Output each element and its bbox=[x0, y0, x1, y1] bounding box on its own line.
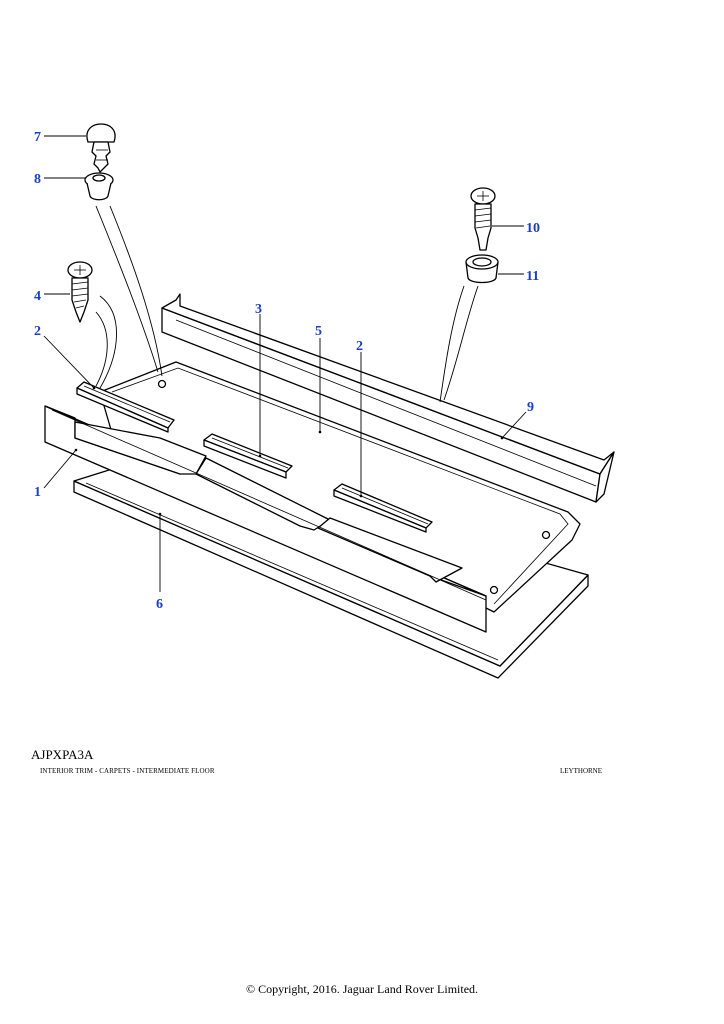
figure-title: INTERIOR TRIM - CARPETS - INTERMEDIATE F… bbox=[40, 767, 215, 775]
callout-2-left: 2 bbox=[34, 324, 41, 339]
part-3-clip-strip-center bbox=[203, 433, 293, 479]
figure-location: LEYTHORNE bbox=[560, 767, 602, 775]
copyright-notice: © Copyright, 2016. Jaguar Land Rover Lim… bbox=[245, 982, 479, 996]
callout-10: 10 bbox=[526, 221, 540, 236]
callout-4: 4 bbox=[34, 289, 41, 304]
part-1-sill-trim bbox=[44, 405, 487, 633]
callout-11: 11 bbox=[526, 269, 539, 284]
callout-8: 8 bbox=[34, 172, 41, 187]
leader-lines bbox=[43, 135, 527, 592]
leader-dots bbox=[74, 386, 504, 516]
part-10-screw bbox=[470, 187, 496, 251]
part-2-clip-strip-left bbox=[76, 381, 175, 433]
callout-6: 6 bbox=[156, 597, 163, 612]
callout-2-right: 2 bbox=[356, 339, 363, 354]
callout-3: 3 bbox=[255, 302, 262, 317]
part-7-push-clip bbox=[86, 123, 116, 173]
callout-7: 7 bbox=[34, 130, 41, 145]
figure-code: AJPXPA3A bbox=[31, 747, 94, 762]
callout-1: 1 bbox=[34, 485, 41, 500]
callout-9: 9 bbox=[527, 400, 534, 415]
part-8-grommet bbox=[84, 172, 114, 201]
part-11-spacer bbox=[465, 254, 499, 284]
part-2-clip-strip-right bbox=[333, 483, 433, 533]
callout-5: 5 bbox=[315, 324, 322, 339]
part-9-rear-trim bbox=[161, 293, 615, 503]
part-4-screw bbox=[67, 261, 93, 323]
